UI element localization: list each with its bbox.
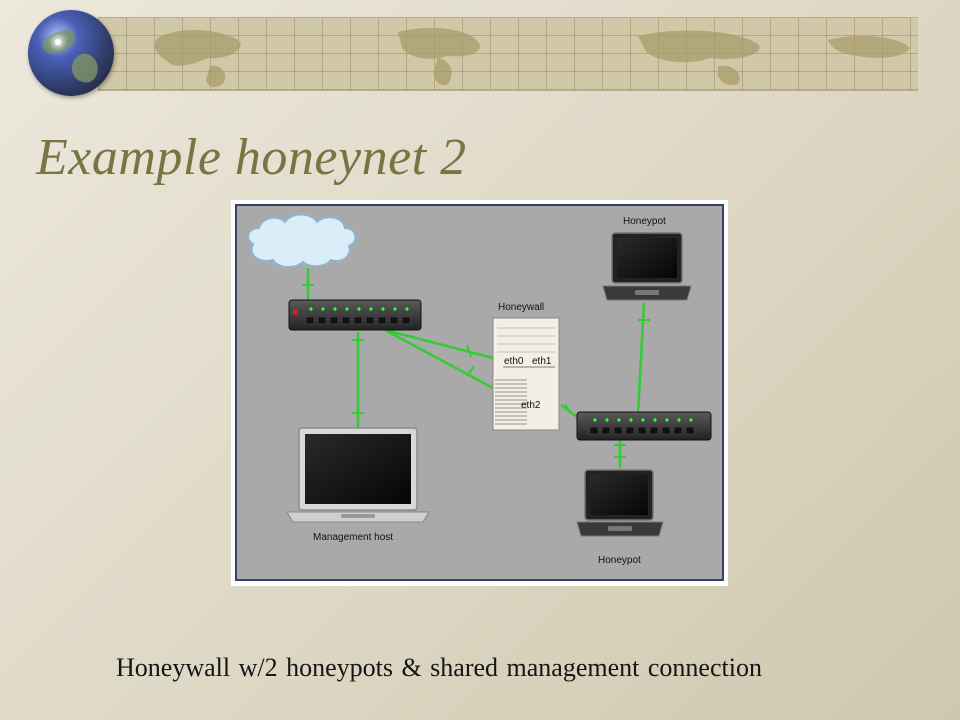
eth1-label: eth1 [532, 356, 552, 367]
network-diagram: Honeypot Honeywall eth0 eth1 eth2 Manage… [231, 200, 728, 586]
eth2-label: eth2 [521, 400, 541, 411]
management-host-label: Management host [313, 532, 393, 543]
honeypot-top-laptop-icon [602, 232, 692, 301]
switch-bottom-icon [576, 411, 712, 441]
internet-cloud-icon [247, 213, 357, 268]
link-ticks [302, 284, 650, 458]
slide-caption: Honeywall w/2 honeypots & shared managem… [116, 653, 762, 682]
honeywall-label: Honeywall [498, 302, 544, 313]
management-host-laptop-icon [286, 427, 430, 523]
slide-title: Example honeynet 2 [36, 129, 467, 186]
eth0-label: eth0 [504, 356, 524, 367]
world-map-icon [154, 27, 910, 88]
honeypot-top-label: Honeypot [623, 216, 666, 227]
honeypot-bottom-laptop-icon [576, 469, 664, 537]
world-map-banner [98, 17, 918, 91]
honeywall-server-icon [492, 317, 560, 431]
honeypot-bottom-label: Honeypot [598, 555, 641, 566]
globe-icon [28, 10, 114, 96]
switch-top-icon [288, 299, 422, 331]
